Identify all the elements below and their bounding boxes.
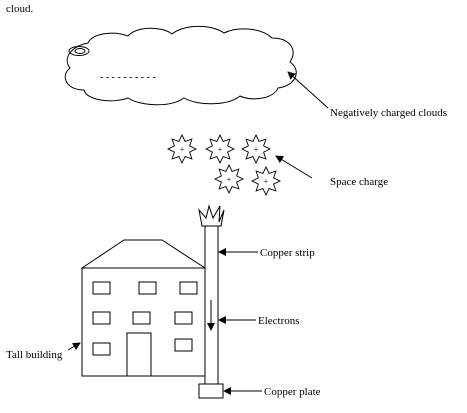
tall-building-pointer-arrow <box>67 342 81 351</box>
building-window <box>174 311 193 325</box>
space-charge-pointer-arrow <box>275 155 313 179</box>
building-window <box>174 338 193 352</box>
tall-building <box>80 239 207 377</box>
header-text: cloud. <box>6 3 33 15</box>
building-window <box>179 281 198 295</box>
label-electrons: Electrons <box>258 315 300 327</box>
space-charge-plus: + <box>180 145 185 154</box>
space-charge-star: + <box>204 133 236 165</box>
space-charge-star: + <box>250 165 282 197</box>
label-space-charge: Space charge <box>330 176 388 188</box>
copper-plate-shape <box>198 383 224 399</box>
building-window <box>132 311 151 325</box>
cloud-negative-charges: - - - - - - - - - - <box>100 72 156 83</box>
negatively-charged-cloud: - - - - - - - - - - <box>64 25 297 106</box>
space-charge-plus: + <box>264 177 269 186</box>
building-window <box>92 311 111 325</box>
label-copper-strip: Copper strip <box>260 247 315 259</box>
building-window <box>138 281 157 295</box>
space-charge-plus: + <box>218 145 223 154</box>
label-negatively-charged-clouds: Negatively charged clouds <box>330 107 447 119</box>
space-charge-plus: + <box>227 175 232 184</box>
space-charge-star: + <box>166 133 198 165</box>
building-door <box>126 332 152 377</box>
cloud-swirl-outer <box>68 46 90 56</box>
label-copper-plate: Copper plate <box>264 386 321 398</box>
conductor-spikes <box>198 204 225 227</box>
building-window <box>92 342 111 356</box>
building-roof <box>80 239 207 269</box>
label-tall-building: Tall building <box>6 349 63 361</box>
space-charge-plus: + <box>254 145 259 154</box>
space-charge-star: + <box>240 133 272 165</box>
clouds-pointer-arrow <box>287 71 329 109</box>
space-charges: + + + + + <box>166 133 282 197</box>
space-charge-star: + <box>213 163 245 195</box>
building-window <box>92 281 111 295</box>
cloud-swirl-inner <box>74 48 86 54</box>
lightning-conductor <box>198 204 225 399</box>
